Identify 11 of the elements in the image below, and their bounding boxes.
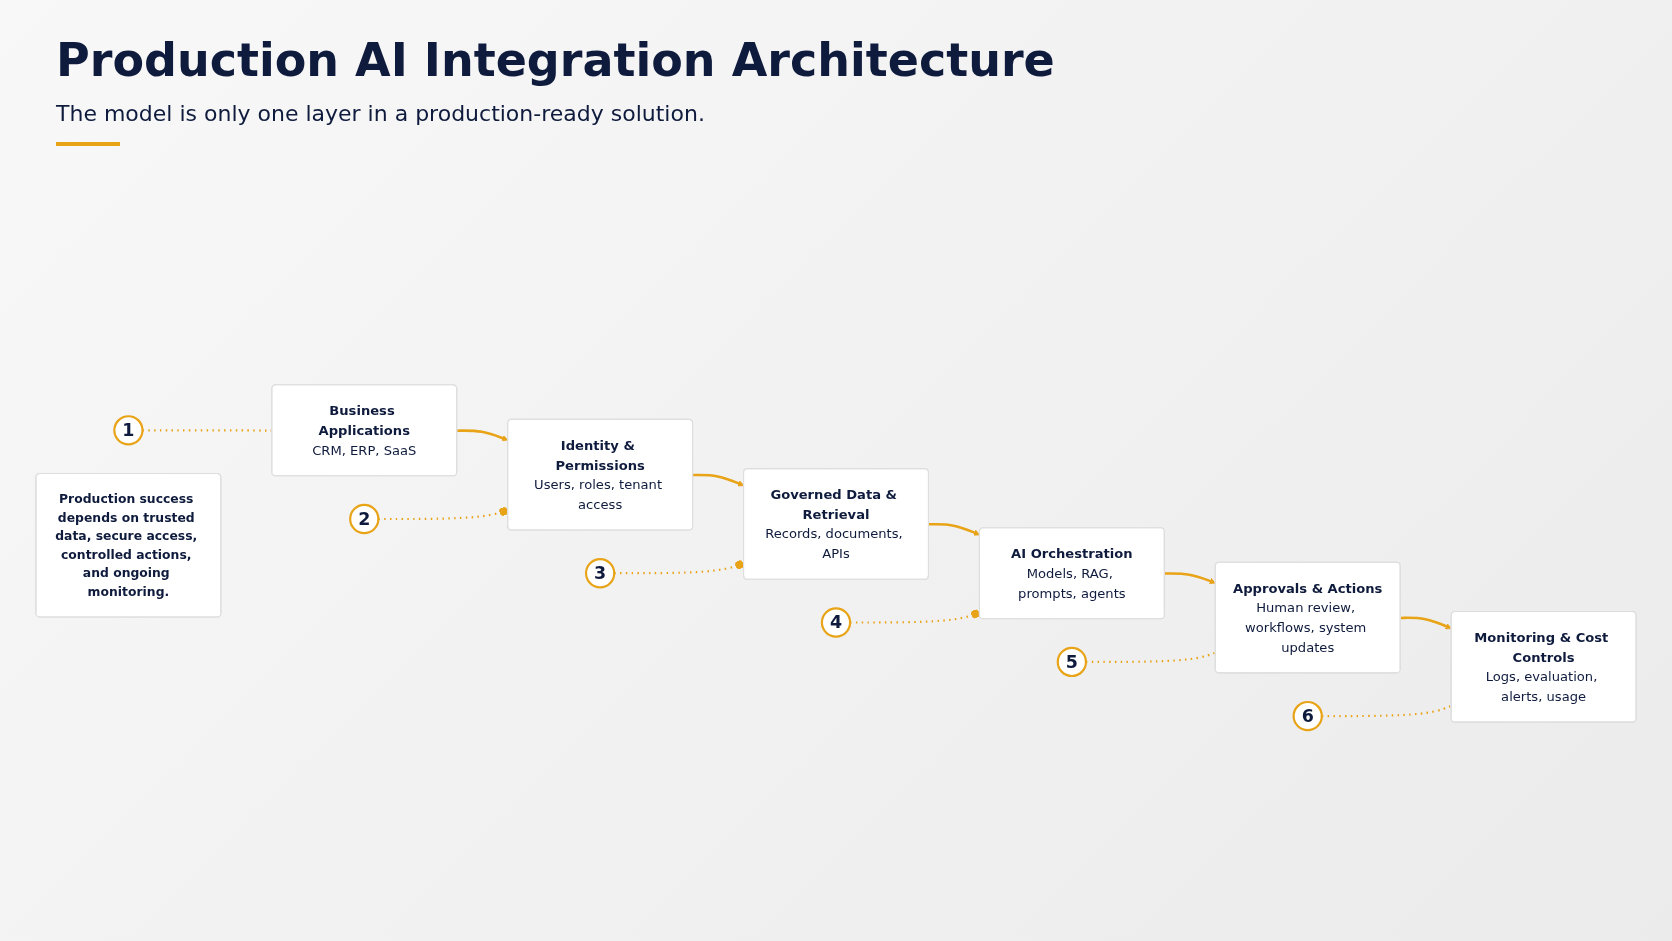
node-circle: 6 (1292, 700, 1323, 732)
title: Production AI Integration Architecture (56, 34, 1055, 87)
node-circle: 3 (584, 558, 616, 589)
arrow (1400, 616, 1452, 630)
node-circle: 2 (349, 503, 380, 535)
node-circle: 4 (820, 607, 852, 638)
node-circle: 5 (1056, 646, 1088, 678)
arrow (1164, 572, 1216, 585)
connector (850, 609, 981, 624)
subtitle: The model is only one layer in a production-ready solution. (56, 100, 705, 126)
node-circle: 1 (113, 415, 144, 446)
